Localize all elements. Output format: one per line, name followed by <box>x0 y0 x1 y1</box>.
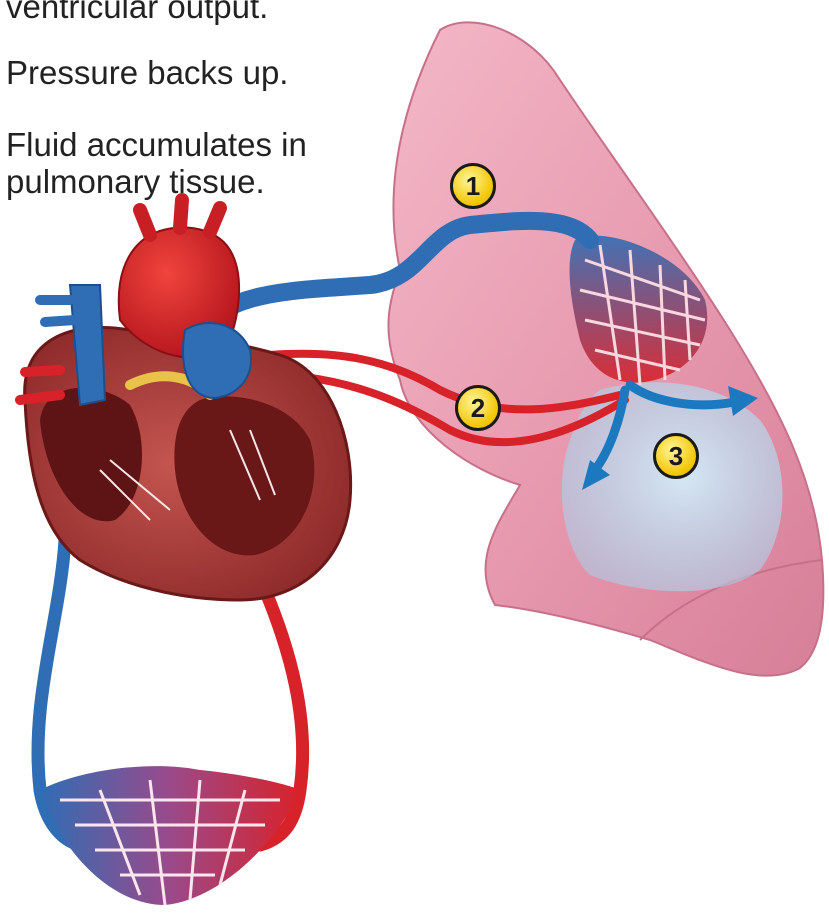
step-marker-1: 1 <box>450 163 496 209</box>
caption-line-1: ventricular output. <box>6 0 268 26</box>
pulmonary-trunk <box>183 323 251 398</box>
vena-cava-branches <box>40 300 75 322</box>
step-marker-3: 3 <box>653 433 699 479</box>
caption-line-3: Fluid accumulates in <box>6 126 307 164</box>
step-marker-2: 2 <box>455 385 501 431</box>
aortic-branches <box>140 200 220 235</box>
caption-line-2: Pressure backs up. <box>6 54 288 92</box>
systemic-capillary-bed <box>40 766 300 905</box>
caption-line-4: pulmonary tissue. <box>6 163 265 201</box>
